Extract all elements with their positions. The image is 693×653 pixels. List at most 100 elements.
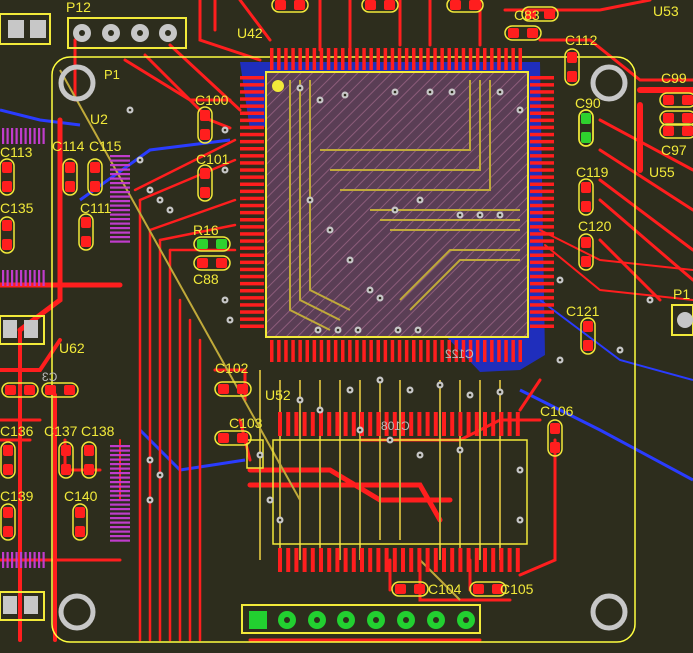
- tsop-pad: [310, 412, 315, 436]
- qfp-pad: [530, 189, 554, 194]
- qfp-pad: [490, 48, 494, 70]
- fpc-pin: [110, 490, 130, 493]
- qfp-pad: [240, 210, 264, 215]
- label-c135: C135: [0, 200, 34, 216]
- fpc-pin: [110, 485, 130, 488]
- qfp-pad: [240, 76, 264, 80]
- fpc-pin: [29, 128, 32, 144]
- qfp-pad: [419, 48, 423, 70]
- fpc-pin: [110, 454, 130, 457]
- qfp-pad: [240, 289, 264, 293]
- fpc-pin: [110, 195, 130, 198]
- tsop-pad: [302, 548, 307, 572]
- qfp-pad: [312, 48, 317, 70]
- fpc-pin: [110, 200, 130, 203]
- p1-header-pins: [249, 611, 475, 629]
- fpc-pin: [24, 128, 27, 144]
- qfp-pad: [240, 225, 264, 229]
- qfp-pad: [240, 253, 264, 257]
- tsop-pad: [433, 548, 438, 572]
- qfp-pad: [240, 310, 264, 314]
- qfp-pad: [312, 340, 317, 362]
- label-c140: C140: [64, 488, 98, 504]
- label-c115: C115: [89, 138, 122, 154]
- qfp-pad: [240, 132, 264, 137]
- fpc-pin: [110, 159, 130, 162]
- label-u42: U42: [237, 25, 263, 41]
- fpc-pin: [110, 213, 130, 216]
- fpc-pin: [11, 552, 14, 568]
- tsop-pad: [417, 412, 422, 436]
- label-c120: C120: [578, 218, 612, 234]
- fpc-pin: [110, 191, 130, 194]
- tsop-pad: [507, 412, 512, 436]
- label-c3: C3: [42, 370, 58, 384]
- tsop-pad: [515, 548, 520, 572]
- qfp-pad: [426, 48, 430, 70]
- qfp-pad: [319, 48, 324, 70]
- qfp-pad: [376, 48, 380, 70]
- qfp-pad: [326, 340, 331, 362]
- label-c97: C97: [661, 142, 687, 158]
- qfp-pad: [240, 303, 264, 307]
- fpc-pin: [110, 227, 130, 230]
- label-c112: C112: [565, 32, 598, 48]
- tsop-pad: [425, 548, 430, 572]
- label-u55: U55: [649, 164, 675, 180]
- tsop-pad: [286, 412, 291, 436]
- left-connector-pads: [0, 13, 693, 621]
- label-p12: P12: [66, 0, 91, 15]
- qfp-pad: [454, 48, 459, 70]
- fpc-pin: [29, 552, 32, 568]
- qfp-pad: [355, 340, 359, 362]
- mounting-holes: [58, 64, 628, 631]
- tsop-pad: [458, 548, 463, 572]
- fpc-pin: [24, 270, 27, 286]
- tsop-pad: [392, 412, 397, 436]
- label-u2: U2: [90, 111, 108, 127]
- qfp-pad: [530, 168, 554, 172]
- qfp-pad: [530, 246, 554, 250]
- qfp-pad: [404, 340, 409, 362]
- qfp-pad: [412, 48, 416, 70]
- fpc-pin: [110, 476, 130, 479]
- fpc-pin: [110, 521, 130, 524]
- qfp-pad: [504, 340, 508, 362]
- label-c106: C106: [540, 403, 574, 419]
- fpc-pin: [110, 445, 130, 448]
- qfp-pad: [277, 48, 281, 70]
- qfp-pad: [530, 296, 554, 300]
- qfp-pad: [240, 267, 264, 272]
- qfp-pad: [305, 340, 309, 362]
- label-c88: C88: [193, 271, 219, 287]
- label-c108: C108: [381, 419, 410, 433]
- tsop-pad: [491, 548, 496, 572]
- label-c83: C83: [514, 7, 540, 23]
- fpc-pin: [110, 517, 130, 520]
- qfp-pad: [530, 97, 554, 101]
- fpc-connectors: [2, 128, 130, 568]
- tsop-pad: [327, 548, 332, 572]
- qfp-pad: [530, 317, 554, 321]
- fpc-pin: [110, 204, 130, 207]
- label-c114: C114: [52, 138, 85, 154]
- qfp-pad: [530, 154, 554, 158]
- qfp-pad: [447, 340, 451, 362]
- fpc-pin: [33, 270, 36, 286]
- qfp-pad: [291, 340, 295, 362]
- qfp-pad: [240, 154, 264, 158]
- qfp-pad: [530, 196, 554, 201]
- qfp-pad: [291, 48, 295, 70]
- tsop-pad: [491, 412, 496, 436]
- tsop-pad: [384, 412, 389, 436]
- label-c102: C102: [215, 360, 249, 376]
- qfp-pad: [240, 317, 264, 321]
- qfp-pad: [530, 175, 554, 179]
- qfp-pad: [530, 125, 554, 130]
- qfp-pad: [530, 303, 554, 307]
- fpc-pin: [38, 128, 41, 144]
- fpc-pin: [110, 209, 130, 212]
- pin1-marker: [272, 80, 284, 92]
